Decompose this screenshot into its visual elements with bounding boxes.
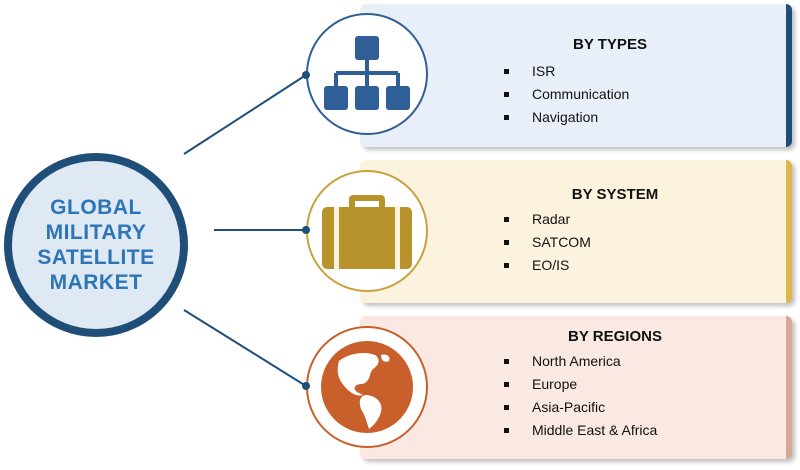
regions-list: North America Europe Asia-Pacific Middle…	[502, 350, 657, 442]
list-item: Radar	[502, 208, 591, 231]
briefcase-icon	[322, 195, 412, 269]
hierarchy-icon	[324, 36, 410, 110]
list-item: Navigation	[502, 106, 629, 129]
types-list: ISR Communication Navigation	[502, 60, 629, 129]
regions-card: BY REGIONS North America Europe Asia-Pac…	[360, 316, 792, 459]
list-item: North America	[502, 350, 657, 373]
list-item: Asia-Pacific	[502, 396, 657, 419]
regions-icon-circle	[306, 326, 428, 448]
system-list: Radar SATCOM EO/IS	[502, 208, 591, 277]
system-card: BY SYSTEM Radar SATCOM EO/IS	[360, 160, 792, 303]
list-item: Europe	[502, 373, 657, 396]
list-item: ISR	[502, 60, 629, 83]
connector-dot	[302, 71, 310, 79]
types-icon-circle	[306, 13, 428, 135]
list-item: SATCOM	[502, 231, 591, 254]
types-card: BY TYPES ISR Communication Navigation	[360, 4, 792, 147]
market-hub-circle: GLOBAL MILITARY SATELLITE MARKET	[4, 153, 188, 337]
system-icon-circle	[306, 170, 428, 292]
connector-dot	[302, 382, 310, 390]
connector-dot	[302, 226, 310, 234]
list-item: EO/IS	[502, 254, 591, 277]
types-title: BY TYPES	[573, 36, 647, 53]
system-title: BY SYSTEM	[571, 186, 659, 203]
connector-types	[183, 74, 307, 155]
list-item: Communication	[502, 83, 629, 106]
connector-regions	[183, 309, 307, 387]
regions-title: BY REGIONS	[568, 328, 662, 345]
list-item: Middle East & Africa	[502, 419, 657, 442]
hub-title: GLOBAL MILITARY SATELLITE MARKET	[37, 196, 155, 294]
globe-icon	[321, 341, 413, 433]
